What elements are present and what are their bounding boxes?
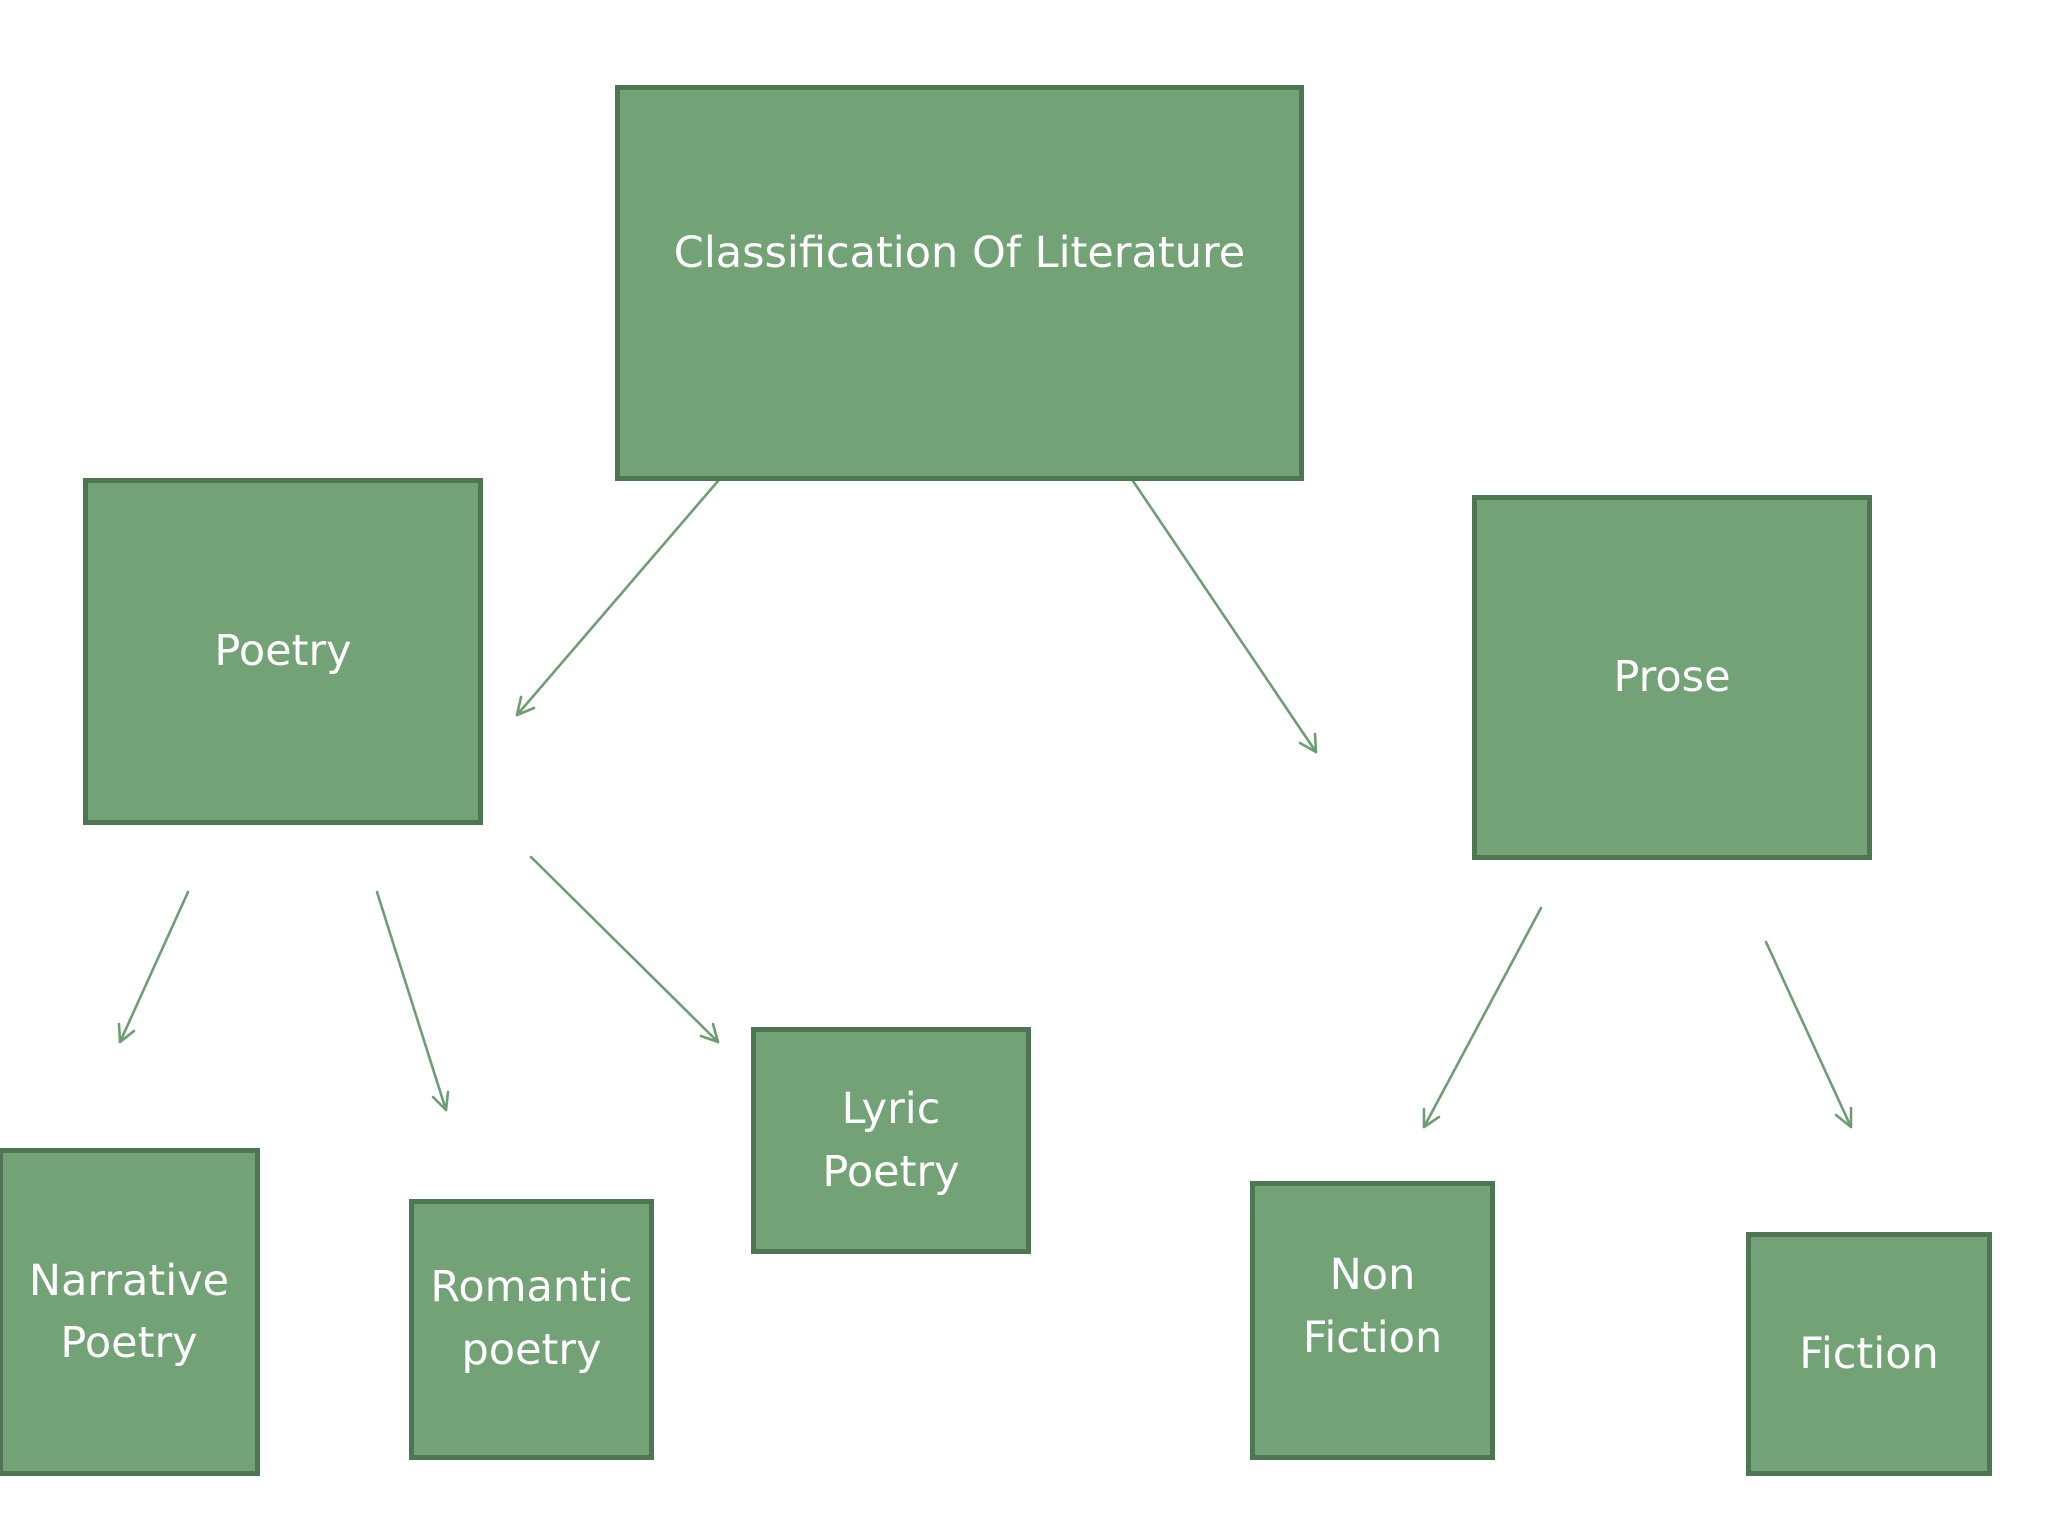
arrow-root-to-prose	[1131, 479, 1318, 754]
narrative-poetry-box: Narrative Poetry	[0, 1148, 260, 1476]
poetry-box: Poetry	[83, 478, 483, 825]
nonfiction-label-line1: Non	[1329, 1250, 1416, 1301]
romantic-poetry-box: Romantic poetry	[409, 1199, 654, 1460]
poetry-label: Poetry	[214, 626, 352, 677]
fiction-box: Fiction	[1746, 1232, 1992, 1476]
lyric-poetry-box: Lyric Poetry	[751, 1027, 1031, 1254]
lyric-label-line1: Lyric	[841, 1084, 941, 1135]
lyric-label-line2: Poetry	[822, 1146, 960, 1197]
arrow-poetry-to-lyric	[529, 855, 720, 1044]
narrative-label-line1: Narrative	[28, 1255, 230, 1306]
arrow-poetry-to-romantic	[375, 890, 450, 1112]
arrow-poetry-to-narrative	[117, 890, 190, 1044]
non-fiction-box: Non Fiction	[1250, 1181, 1495, 1460]
arrow-prose-to-fiction	[1764, 940, 1853, 1129]
prose-box: Prose	[1472, 495, 1872, 860]
arrow-root-to-poetry	[515, 479, 720, 717]
root-box: Classification Of Literature	[615, 85, 1304, 481]
nonfiction-label-line2: Fiction	[1302, 1312, 1443, 1363]
fiction-label: Fiction	[1799, 1328, 1939, 1379]
narrative-label-line2: Poetry	[60, 1318, 198, 1368]
arrow-prose-to-nonfiction	[1422, 906, 1543, 1129]
romantic-label-line1: Romantic	[430, 1262, 633, 1313]
romantic-label-line2: poetry	[461, 1324, 602, 1375]
root-label: Classification Of Literature	[673, 227, 1246, 278]
prose-label: Prose	[1613, 652, 1731, 703]
